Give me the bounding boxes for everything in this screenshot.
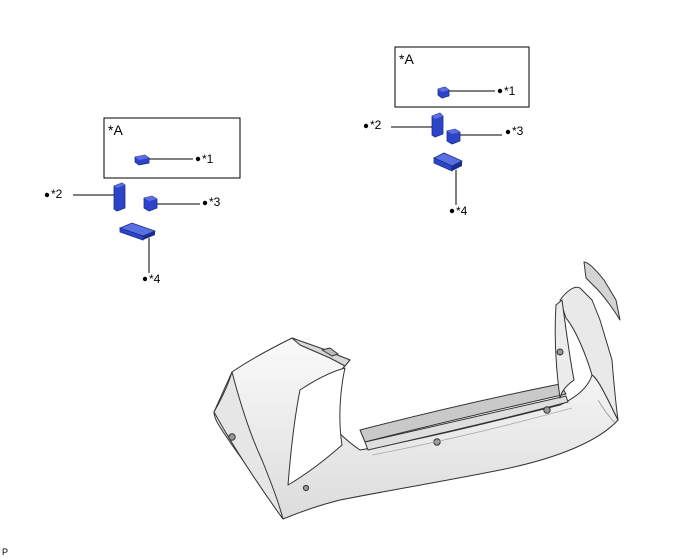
callout-label-2-right: *2: [370, 118, 382, 132]
detail-a-label-right: *A: [399, 51, 414, 67]
bracket-part-2-left: [113, 182, 126, 212]
clip-part-1-right: [437, 86, 450, 99]
bracket-part-2-right: [431, 112, 444, 138]
callout-dot-3-right: [505, 129, 511, 135]
clip-part-1-left: [134, 154, 150, 166]
right-callout-group: *A *1 *2 *3 *4: [363, 46, 530, 218]
callout-dot-4-left: [142, 276, 148, 282]
callout-dot-1-left: [195, 156, 201, 162]
block-part-3-left: [143, 195, 158, 212]
detail-a-box-right: [394, 46, 530, 108]
callout-label-4-right: *4: [456, 204, 468, 218]
sensor-hole-5: [302, 484, 310, 492]
callout-label-2-left: *2: [51, 187, 63, 201]
plate-part-4-left: [118, 222, 157, 241]
block-part-3-right: [446, 128, 461, 145]
callout-dot-2-left: [44, 192, 50, 198]
callout-label-1-left: *1: [202, 152, 214, 166]
callout-dot-2-right: [363, 123, 369, 129]
sensor-hole-3: [543, 406, 551, 414]
corner-code: P: [2, 547, 9, 557]
callout-label-3-left: *3: [209, 195, 221, 209]
sensor-hole-1: [228, 433, 236, 441]
callout-dot-1-right: [497, 88, 503, 94]
sensor-hole-4: [556, 348, 564, 356]
detail-a-box-left: [103, 117, 241, 179]
callout-label-1-right: *1: [504, 84, 516, 98]
callout-dot-4-right: [449, 208, 455, 214]
left-callout-group: *A *1 *2 *3 *4: [44, 117, 241, 286]
front-bumper-illustration: [213, 261, 621, 520]
callout-dot-3-left: [202, 200, 208, 206]
callout-label-4-left: *4: [149, 272, 161, 286]
callout-label-3-right: *3: [512, 124, 524, 138]
detail-a-label-left: *A: [108, 122, 123, 138]
plate-part-4-right: [433, 152, 463, 172]
